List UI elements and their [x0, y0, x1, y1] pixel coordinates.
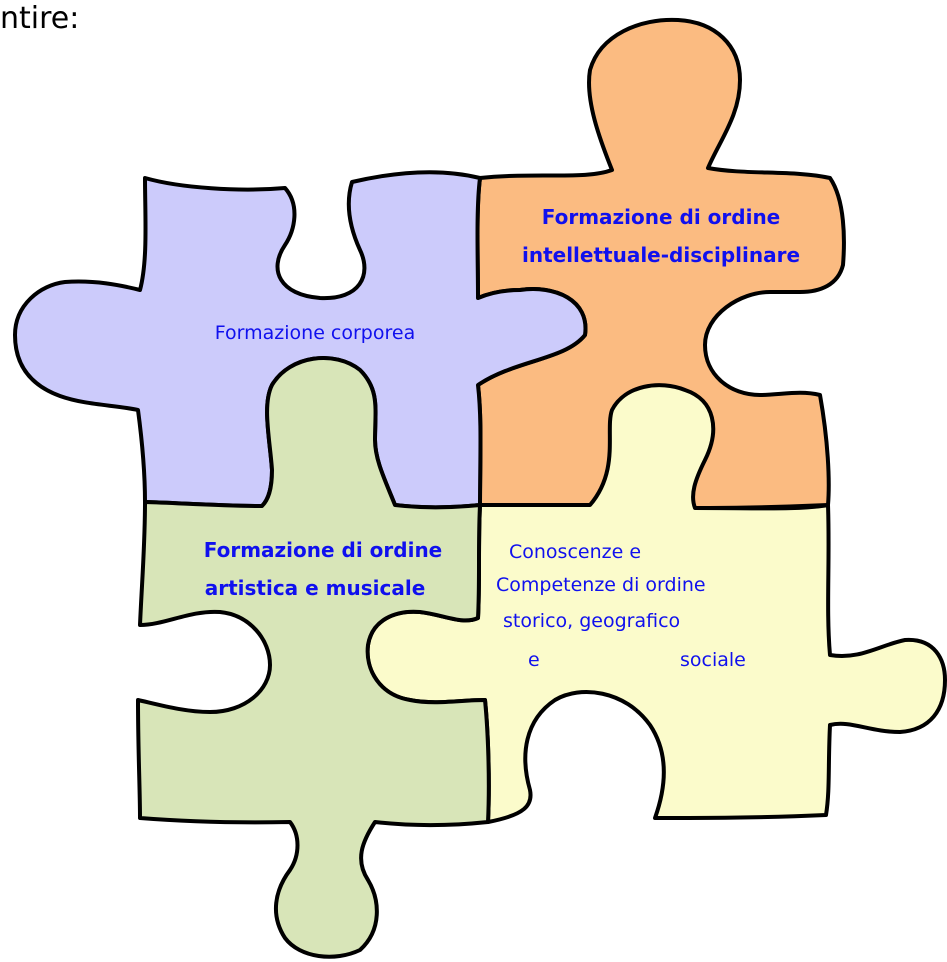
label-storico-line-1: Conoscenze e	[509, 541, 641, 563]
puzzle-piece-artistica	[136, 356, 491, 959]
label-intellettuale-line-2: intellettuale-disciplinare	[522, 243, 800, 267]
label-storico-line-3: storico, geografico	[503, 610, 680, 632]
label-formazione-corporea: Formazione corporea	[215, 322, 415, 344]
label-artistica-line-2: artistica e musicale	[205, 576, 426, 600]
label-storico-line-5: sociale	[680, 649, 746, 671]
label-artistica-line-1: Formazione di ordine	[204, 538, 443, 562]
label-storico-line-4: e	[528, 649, 540, 671]
heading-fragment: ntire:	[0, 1, 79, 36]
label-intellettuale-line-1: Formazione di ordine	[542, 205, 781, 229]
label-storico-line-2: Competenze di ordine	[496, 574, 706, 596]
